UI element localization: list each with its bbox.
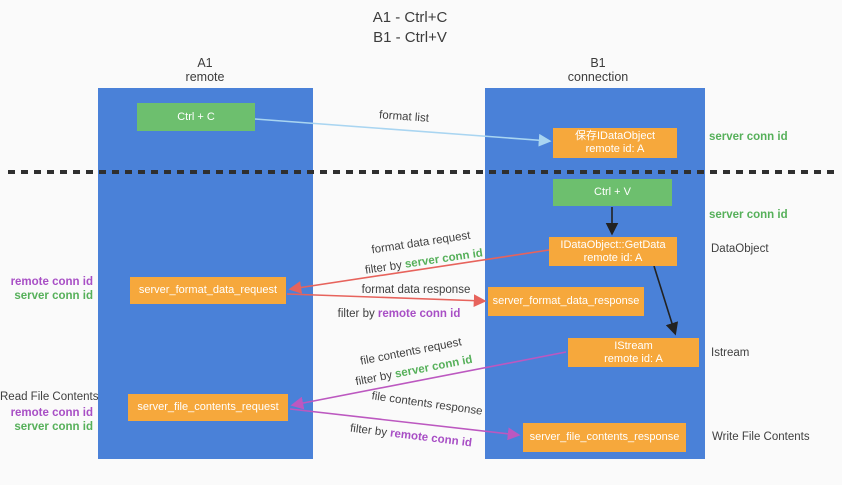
- istream-line1: IStream: [614, 339, 653, 352]
- filter-by-text: filter by: [364, 258, 406, 277]
- server-conn-id-label-2: server conn id: [14, 421, 93, 433]
- remote-conn-id-label-1: remote conn id: [10, 276, 93, 288]
- ctrl-c-label: Ctrl + C: [177, 110, 215, 123]
- dotted-divider: [8, 170, 836, 174]
- remote-conn-id-text: remote conn id: [389, 427, 473, 450]
- format-data-response-filter-label: filter by remote conn id: [338, 308, 461, 320]
- lane-a1-subtitle: remote: [185, 70, 225, 84]
- server-file-contents-request-label: server_file_contents_request: [137, 401, 279, 413]
- filter-by-text: filter by: [337, 308, 378, 320]
- server-conn-id-label-1: server conn id: [14, 290, 93, 302]
- lane-header-b1: B1 connection: [545, 56, 651, 84]
- lane-b1-subtitle: connection: [567, 70, 629, 84]
- format-list-label: format list: [378, 109, 430, 125]
- server-conn-id-text: server conn id: [404, 247, 484, 271]
- save-idataobject-line1: 保存IDataObject: [574, 130, 656, 142]
- remote-conn-id-text: remote conn id: [377, 308, 461, 320]
- getdata-line2: remote id: A: [583, 251, 643, 264]
- server-conn-id-label-mid: server conn id: [709, 209, 788, 221]
- node-server-format-data-request: server_format_data_request: [130, 277, 286, 304]
- title-line-1: A1 - Ctrl+C: [372, 9, 448, 26]
- server-format-data-response-label: server_format_data_response: [492, 295, 640, 307]
- lane-header-a1: A1 remote: [155, 56, 255, 84]
- write-file-contents-label: Write File Contents: [712, 431, 810, 443]
- filter-by-text: filter by: [349, 422, 391, 440]
- istream-line2: remote id: A: [604, 352, 663, 365]
- node-server-file-contents-response: server_file_contents_response: [523, 423, 686, 452]
- node-server-format-data-response: server_format_data_response: [488, 287, 644, 316]
- file-contents-response-label: file contents response: [370, 390, 484, 418]
- title-line-2: B1 - Ctrl+V: [373, 29, 447, 46]
- diagram-title: A1 - Ctrl+C B1 - Ctrl+V: [320, 8, 500, 48]
- server-format-data-request-label: server_format_data_request: [138, 284, 278, 296]
- node-istream: IStream remote id: A: [568, 338, 699, 367]
- node-ctrl-c: Ctrl + C: [137, 103, 255, 131]
- getdata-line1: IDataObject::GetData: [560, 238, 666, 251]
- format-data-response-label: format data response: [361, 284, 471, 296]
- server-file-contents-response-label: server_file_contents_response: [529, 431, 680, 443]
- dataobject-label: DataObject: [711, 243, 769, 255]
- filter-by-text: filter by: [354, 368, 397, 389]
- node-server-file-contents-request: server_file_contents_request: [128, 394, 288, 421]
- node-save-idataobject: 保存IDataObject remote id: A: [553, 128, 677, 158]
- node-idataobject-getdata: IDataObject::GetData remote id: A: [549, 237, 677, 266]
- istream-side-label: Istream: [711, 347, 750, 359]
- file-contents-response-filter-label: filter by remote conn id: [349, 423, 472, 450]
- ctrl-v-label: Ctrl + V: [594, 186, 631, 198]
- lane-a1-title: A1: [197, 56, 213, 70]
- server-conn-id-label-top: server conn id: [709, 131, 788, 143]
- node-ctrl-v: Ctrl + V: [553, 179, 672, 206]
- lane-b1-title: B1: [590, 56, 606, 70]
- remote-conn-id-label-2: remote conn id: [10, 407, 93, 419]
- read-file-contents-label: Read File Contents: [0, 391, 99, 403]
- save-idataobject-line2: remote id: A: [585, 143, 645, 155]
